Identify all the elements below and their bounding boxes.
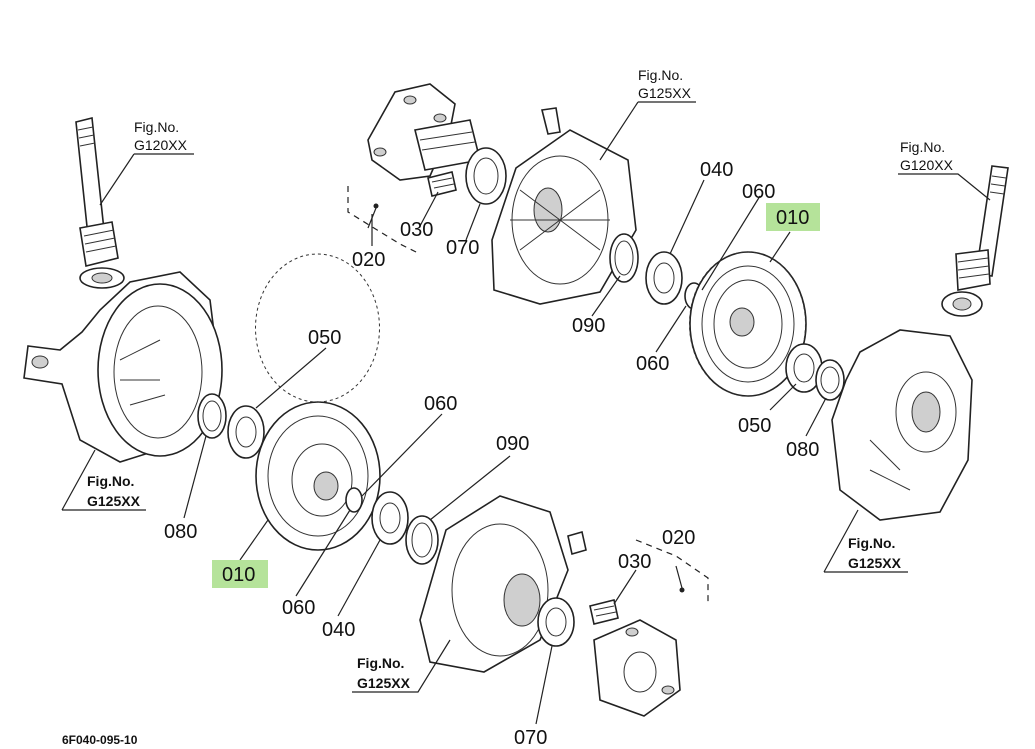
- callout-020: 020: [662, 527, 695, 549]
- callouts-upper: 020 030 070 090 040 060 010 060 050 080: [352, 159, 820, 461]
- callout-060: 060: [282, 597, 315, 619]
- callout-040: 040: [700, 159, 733, 181]
- lower-bracket-020: [635, 539, 709, 606]
- upper-bearing-040: [645, 251, 683, 305]
- upper-cover: [491, 129, 637, 305]
- callout-060: 060: [424, 393, 457, 415]
- lower-shim-080: [197, 393, 227, 439]
- callout-080: 080: [786, 439, 819, 461]
- fig-ref-number: G125XX: [638, 85, 692, 101]
- fig-ref-bottom-center: Fig.No. G125XX: [352, 639, 451, 693]
- lower-flange: [593, 619, 681, 717]
- callout-040: 040: [322, 619, 355, 641]
- fig-ref-label: Fig.No.: [848, 535, 895, 551]
- callout-060: 060: [636, 353, 669, 375]
- callout-020: 020: [352, 249, 385, 271]
- fig-ref-number: G120XX: [900, 157, 954, 173]
- diagram-code: 6F040-095-10: [62, 733, 138, 747]
- fig-ref-left-lower: Fig.No. G125XX: [61, 449, 146, 511]
- callout-080: 080: [164, 521, 197, 543]
- fig-ref-number: G125XX: [357, 675, 411, 691]
- fig-ref-number: G125XX: [87, 493, 141, 509]
- callouts-lower: 050 060 090 080 010 060 040 020 030 070: [164, 327, 695, 749]
- lower-bearing-050: [227, 405, 265, 459]
- lower-cover: [419, 495, 569, 673]
- upper-flange: [367, 83, 481, 181]
- upper-bolt-small: [541, 107, 561, 135]
- lower-bolt-030: [589, 599, 619, 625]
- fig-ref-label: Fig.No.: [134, 119, 179, 135]
- upper-bevel-gear-010: [689, 251, 807, 397]
- upper-shim-090: [609, 233, 639, 283]
- fig-ref-label: Fig.No.: [900, 139, 945, 155]
- callout-060: 060: [742, 181, 775, 203]
- callout-highlight: [212, 560, 268, 588]
- lower-bearing-040: [371, 491, 409, 545]
- callout-050: 050: [738, 415, 771, 437]
- callout-090: 090: [496, 433, 529, 455]
- fig-ref-number: G120XX: [134, 137, 188, 153]
- callout-070: 070: [446, 237, 479, 259]
- fig-ref-number: G125XX: [848, 555, 902, 571]
- upper-seal-070: [465, 147, 507, 205]
- callout-highlight: [766, 203, 820, 231]
- upper-bolt-030: [427, 171, 457, 197]
- callout-010-highlighted: 010: [222, 564, 255, 586]
- lower-ring-060: [345, 487, 363, 513]
- right-pinion-shaft: [941, 165, 1009, 317]
- left-knuckle-housing: [23, 271, 223, 463]
- upper-bracket-020: [347, 186, 421, 255]
- fig-ref-left-upper: Fig.No. G120XX: [99, 119, 194, 206]
- callout-070: 070: [514, 727, 547, 749]
- right-housing: [831, 329, 973, 521]
- lower-bolt-small: [567, 530, 587, 556]
- callout-090: 090: [572, 315, 605, 337]
- fig-ref-label: Fig.No.: [87, 473, 134, 489]
- upper-shim-080: [815, 359, 845, 401]
- callout-050: 050: [308, 327, 341, 349]
- lower-bevel-gear-010: [255, 253, 381, 551]
- fig-ref-label: Fig.No.: [357, 655, 404, 671]
- lower-shim-090: [405, 515, 439, 565]
- fig-ref-label: Fig.No.: [638, 67, 683, 83]
- fig-ref-top-center: Fig.No. G125XX: [599, 67, 696, 161]
- callout-030: 030: [400, 219, 433, 241]
- callout-030: 030: [618, 551, 651, 573]
- lower-seal-070: [537, 597, 575, 647]
- fig-ref-right-lower: Fig.No. G125XX: [823, 509, 908, 573]
- fig-ref-right-upper: Fig.No. G120XX: [898, 139, 991, 201]
- left-pinion-shaft: [75, 117, 125, 289]
- callout-010-highlighted: 010: [776, 207, 809, 229]
